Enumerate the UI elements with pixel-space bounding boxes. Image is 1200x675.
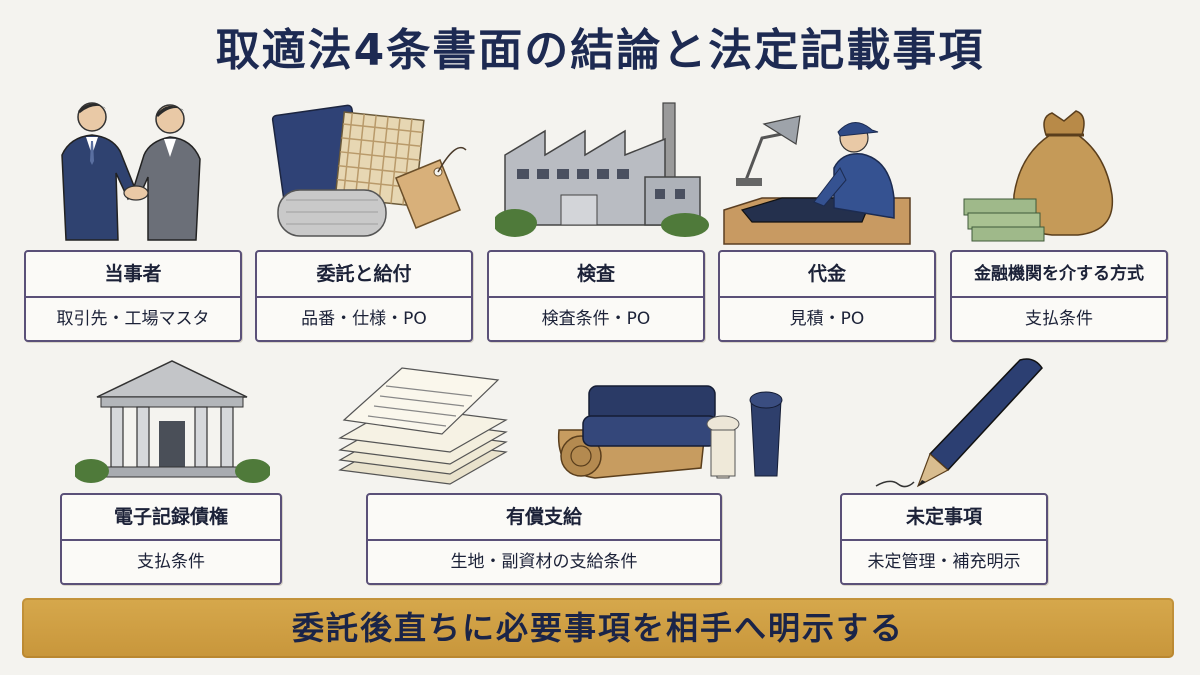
documents-stack-icon bbox=[338, 367, 508, 485]
card-parties: 当事者 取引先・工場マスタ bbox=[24, 250, 242, 342]
card-detail: 生地・副資材の支給条件 bbox=[450, 552, 638, 572]
card-heading: 検査 bbox=[489, 252, 703, 298]
card-paid-supply: 有償支給 生地・副資材の支給条件 bbox=[366, 493, 722, 585]
card-heading: 有償支給 bbox=[368, 495, 720, 541]
handshake-icon bbox=[61, 102, 201, 241]
page-title: 取適法4条書面の結論と法定記載事項 bbox=[215, 25, 985, 76]
card-inspection: 検査 検査条件・PO bbox=[487, 250, 705, 342]
card-undetermined-items: 未定事項 未定管理・補充明示 bbox=[840, 493, 1048, 585]
card-heading: 委託と給付 bbox=[257, 252, 471, 298]
card-detail: 取引先・工場マスタ bbox=[56, 309, 210, 329]
card-heading: 当事者 bbox=[26, 252, 240, 298]
money-bag-icon bbox=[963, 110, 1114, 242]
card-heading: 代金 bbox=[720, 252, 934, 298]
card-electronic-receivable: 電子記録債権 支払条件 bbox=[60, 493, 282, 585]
fabric-tag-icon bbox=[271, 104, 467, 237]
card-detail: 支払条件 bbox=[1025, 309, 1093, 329]
card-price: 代金 見積・PO bbox=[718, 250, 936, 342]
banner-text: 委託後直ちに必要事項を相手へ明示する bbox=[291, 609, 904, 647]
card-detail: 品番・仕様・PO bbox=[301, 309, 427, 329]
card-financial-institution: 金融機関を介する方式 支払条件 bbox=[950, 250, 1168, 342]
pencil-icon bbox=[875, 358, 1043, 488]
card-heading: 金融機関を介する方式 bbox=[952, 252, 1166, 298]
card-detail: 支払条件 bbox=[137, 552, 205, 572]
conclusion-banner: 委託後直ちに必要事項を相手へ明示する bbox=[22, 598, 1174, 658]
factory-icon bbox=[495, 102, 709, 237]
card-heading: 電子記録債権 bbox=[62, 495, 280, 541]
card-detail: 見積・PO bbox=[789, 309, 865, 329]
worker-inspection-icon bbox=[723, 115, 911, 245]
card-detail: 検査条件・PO bbox=[541, 309, 651, 329]
fabric-thread-icon bbox=[557, 385, 783, 479]
card-detail: 未定管理・補充明示 bbox=[867, 552, 1021, 572]
bank-building-icon bbox=[75, 360, 270, 483]
card-heading: 未定事項 bbox=[842, 495, 1046, 541]
card-commission-delivery: 委託と給付 品番・仕様・PO bbox=[255, 250, 473, 342]
